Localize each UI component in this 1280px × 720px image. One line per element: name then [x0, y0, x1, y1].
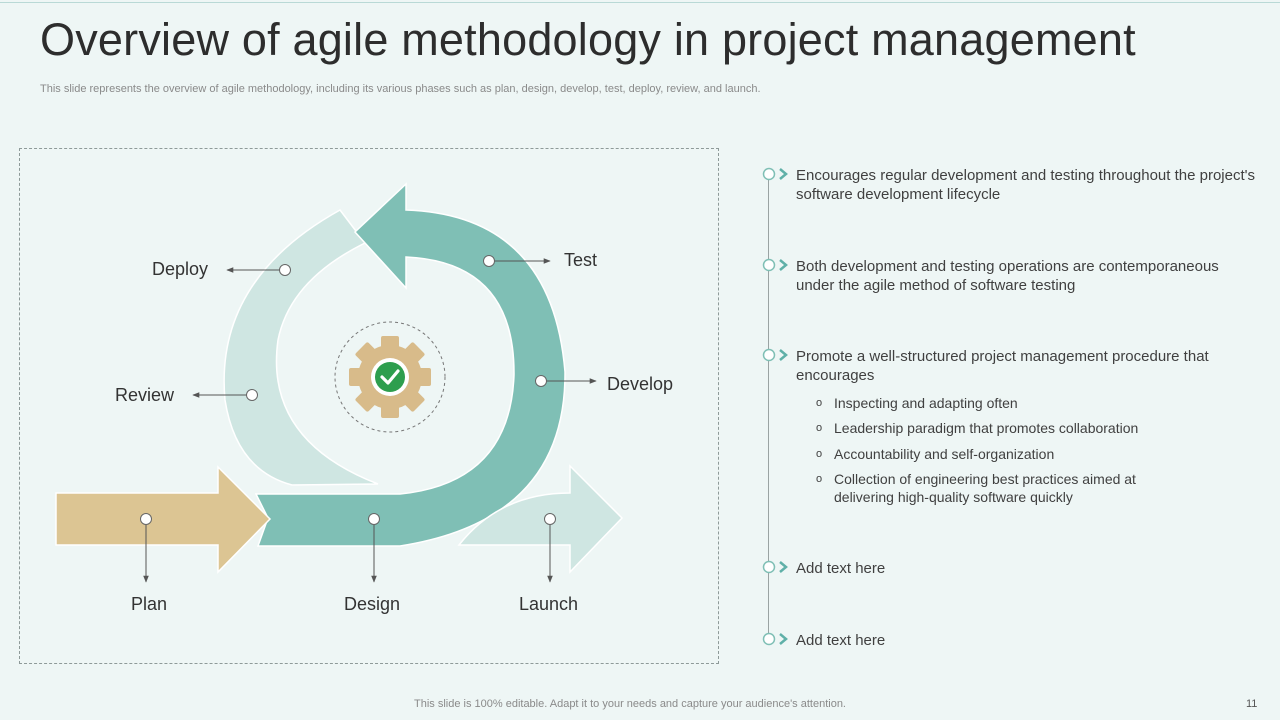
- phase-label-launch: Launch: [519, 594, 579, 614]
- launch-arrow: [457, 464, 624, 574]
- point-text-5: Add text here: [796, 632, 886, 649]
- phase-label-develop: Develop: [607, 374, 674, 394]
- subpoint-text: Leadership paradigm that promotes collab…: [834, 420, 1139, 436]
- chevron-right-icon: [779, 259, 788, 271]
- point-text-2: Both development and testing operations …: [796, 258, 1219, 294]
- point-text-1: Encourages regular development and testi…: [796, 167, 1255, 203]
- slide-title: Overview of agile methodology in project…: [40, 14, 1136, 65]
- point-text-3: Promote a well-structured project manage…: [796, 348, 1209, 384]
- design-node: [368, 513, 380, 525]
- slide-subtitle: This slide represents the overview of ag…: [40, 83, 761, 95]
- subpoint-text: Accountability and self-organization: [834, 446, 1055, 462]
- phase-label-review: Review: [115, 385, 175, 405]
- page-number: 11: [1246, 698, 1258, 710]
- bullet-icon: [762, 258, 776, 272]
- chevron-right-icon: [779, 168, 788, 180]
- diagram-frame: [19, 148, 719, 664]
- develop-node: [535, 375, 547, 387]
- chevron-right-icon: [779, 349, 788, 361]
- bullet-icon: [762, 167, 776, 181]
- agile-cycle-diagram: [55, 182, 624, 583]
- chevron-right-icon: [779, 633, 788, 645]
- bullet-icon: [762, 560, 776, 574]
- points-timeline: [768, 172, 769, 640]
- bullet-icon: [762, 348, 776, 362]
- review-node: [246, 389, 258, 401]
- slide-footer: This slide is 100% editable. Adapt it to…: [414, 698, 846, 710]
- test-node: [483, 255, 495, 267]
- check-icon: [371, 358, 409, 396]
- subpoint-text: Inspecting and adapting often: [834, 395, 1018, 411]
- phase-label-test: Test: [564, 250, 598, 270]
- subpoint-text: Collection of engineering best practices…: [834, 471, 1136, 505]
- chevron-right-icon: [779, 561, 788, 573]
- point-text-4: Add text here: [796, 560, 886, 577]
- plan-node: [140, 513, 152, 525]
- phase-label-deploy: Deploy: [152, 259, 209, 279]
- launch-node: [544, 513, 556, 525]
- review-deploy-arc: [223, 209, 379, 486]
- bullet-icon: [762, 632, 776, 646]
- deploy-node: [279, 264, 291, 276]
- gear-dashed-ring: [334, 321, 446, 433]
- phase-label-design: Design: [344, 594, 401, 614]
- top-accent-line: [0, 2, 1280, 3]
- plan-arrow: [55, 465, 272, 574]
- phase-label-plan: Plan: [131, 594, 168, 614]
- test-develop-design-arrow: [254, 182, 566, 547]
